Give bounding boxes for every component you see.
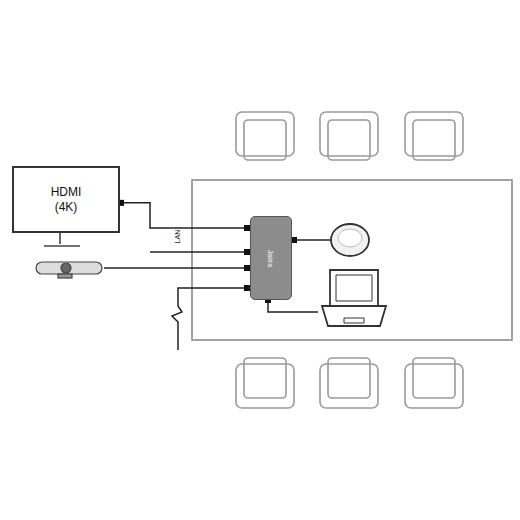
chair (320, 358, 378, 408)
monitor-label: HDMI (4K) (44, 185, 88, 215)
chair (236, 358, 294, 408)
table (192, 180, 512, 340)
camera (36, 262, 102, 278)
port-label: LAN (174, 230, 181, 244)
power-cable (172, 288, 248, 350)
camera-cable (104, 267, 248, 269)
lan-cable (150, 251, 248, 253)
laptop-cable (268, 300, 318, 312)
brand-label: Jabra (267, 249, 274, 267)
monitor-screen: HDMI (4K) (12, 166, 120, 233)
hdmi-cable (120, 203, 244, 228)
chair (405, 112, 463, 160)
chair (320, 112, 378, 160)
chair (236, 112, 294, 160)
chair (405, 358, 463, 408)
speakerphone (331, 224, 369, 256)
laptop (322, 270, 386, 326)
speaker-cable (292, 239, 332, 241)
usb-hub: Jabra (250, 216, 292, 300)
monitor-stand (44, 233, 80, 246)
